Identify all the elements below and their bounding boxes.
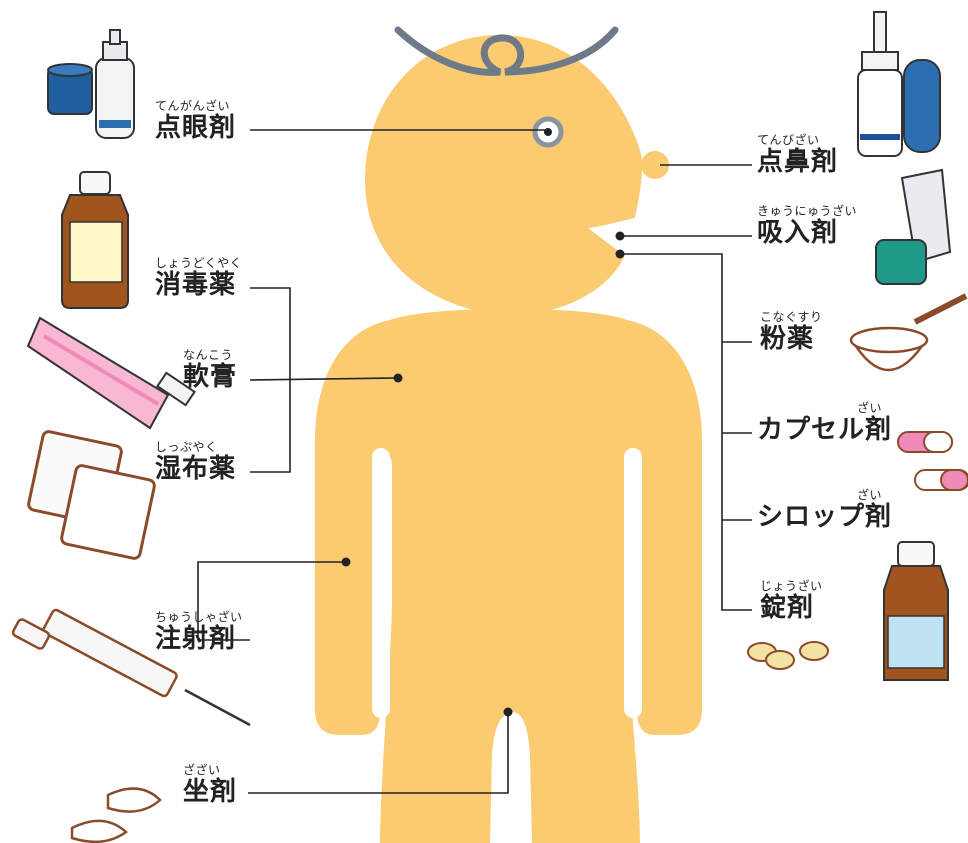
compress-patch-icon <box>28 431 156 560</box>
label-disinfectant: しょうどくやく 消毒薬 <box>155 257 242 298</box>
label-ruby: きゅうにゅうざい <box>757 205 857 217</box>
label-capsule: ざい カプセル剤 <box>757 402 892 443</box>
label-ruby: しっぷやく <box>155 441 236 453</box>
inhaler-icon <box>876 170 950 284</box>
label-suppository: ざざい 坐剤 <box>183 764 237 805</box>
label-syrup: ざい シロップ剤 <box>757 489 892 530</box>
label-ruby: しょうどくやく <box>155 257 242 269</box>
label-eye-drops: てんがんざい 点眼剤 <box>155 100 236 141</box>
nasal-spray-icon <box>858 12 940 156</box>
label-text: 点眼剤 <box>155 115 236 141</box>
label-ruby: じょうざい <box>760 580 823 592</box>
tablet-icon <box>748 642 828 669</box>
suppository-icon <box>72 789 160 842</box>
label-ruby: てんがんざい <box>155 100 236 112</box>
label-text: 消毒薬 <box>155 272 242 298</box>
label-nasal-drops: てんびざい 点鼻剤 <box>757 134 838 175</box>
label-text: 錠剤 <box>760 595 823 621</box>
capsule-icon <box>898 432 968 490</box>
label-text: 吸入剤 <box>757 220 857 246</box>
label-text: カプセル剤 <box>757 417 892 443</box>
label-ruby: ちゅうしゃざい <box>155 611 243 623</box>
ointment-tube-icon <box>28 318 195 428</box>
label-text: 点鼻剤 <box>757 149 838 175</box>
label-text: 注射剤 <box>155 626 243 652</box>
label-compress: しっぷやく 湿布薬 <box>155 441 236 482</box>
label-inhaler: きゅうにゅうざい 吸入剤 <box>757 205 857 246</box>
label-tablet: じょうざい 錠剤 <box>760 580 823 621</box>
label-text: 粉薬 <box>760 326 823 352</box>
label-ruby: なんこう <box>183 349 237 361</box>
powder-bowl-icon <box>851 296 966 370</box>
label-text: シロップ剤 <box>757 504 892 530</box>
label-ruby: ざざい <box>183 764 237 776</box>
label-ruby: てんびざい <box>757 134 838 146</box>
label-ruby: ざい <box>757 489 892 501</box>
disinfectant-bottle-icon <box>62 172 128 308</box>
label-powder: こなぐすり 粉薬 <box>760 311 823 352</box>
eye-drop-bottle-icon <box>48 30 134 138</box>
label-text: 湿布薬 <box>155 456 236 482</box>
label-text: 軟膏 <box>183 364 237 390</box>
label-ointment: なんこう 軟膏 <box>183 349 237 390</box>
label-ruby: ざい <box>757 402 892 414</box>
label-injection: ちゅうしゃざい 注射剤 <box>155 611 243 652</box>
label-text: 坐剤 <box>183 779 237 805</box>
label-ruby: こなぐすり <box>760 311 823 323</box>
syrup-bottle-icon <box>884 542 948 680</box>
